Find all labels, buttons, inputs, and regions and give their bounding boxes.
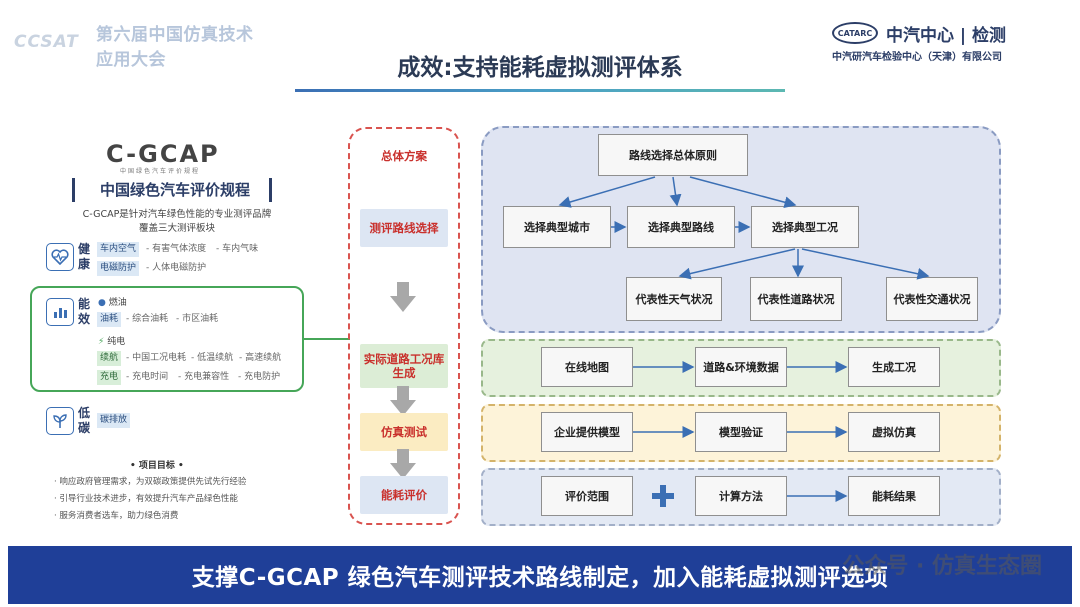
bolt-icon: ⚡ (98, 337, 105, 347)
band-node-enterprise-model: 企业提供模型 (541, 412, 633, 452)
route-node-route: 选择典型路线 (627, 206, 735, 248)
catarc-subtitle: 中汽研汽车检验中心（天津）有限公司 (832, 52, 1002, 63)
efficiency-highlight-box (30, 286, 304, 392)
page-title: 成效:支持能耗虚拟测评体系 (397, 55, 683, 81)
efficiency-tag: - 高速续航 (239, 353, 282, 363)
conference-title: 第六届中国仿真技术应用大会 (96, 25, 254, 70)
efficiency-tag: - 中国工况电耗 (126, 353, 187, 363)
wechat-watermark: 公众号 · 仿真生态圈 (842, 554, 1042, 579)
goal-item: · 响应政府管理需求，为双碳政策提供先试先行经验 (54, 477, 247, 487)
cgcap-title-bar: 中国绿色汽车评价规程 (72, 178, 272, 202)
down-arrow-icon (390, 282, 416, 312)
catarc-mark: CATARC (832, 22, 878, 44)
efficiency-tag: 充电 (97, 370, 122, 385)
efficiency-tag: - 充电防护 (238, 372, 281, 382)
efficiency-tag: - 市区油耗 (176, 314, 219, 324)
flow-step-energy-evaluation: 能耗评价 (360, 476, 448, 514)
band-node-road-env-data: 道路&环境数据 (695, 347, 787, 387)
flow-overall: 总体方案 (381, 149, 427, 163)
efficiency-connector-line (304, 338, 350, 340)
efficiency-tag: - 低温续航 (191, 353, 234, 363)
band-node-online-map: 在线地图 (541, 347, 633, 387)
efficiency-tag: - 综合油耗 (126, 314, 169, 324)
lowcarbon-tag: 碳排放 (97, 413, 131, 428)
catarc-logo: CATARC 中汽中心 | 检测 中汽研汽车检验中心（天津）有限公司 (832, 20, 1052, 64)
flow-step-simulation: 仿真测试 (360, 413, 448, 451)
efficiency-tag: 续航 (97, 351, 122, 366)
goal-item: · 引导行业技术进步，有效提升汽车产品绿色性能 (54, 494, 238, 504)
heart-icon (46, 243, 74, 271)
down-arrow-icon (390, 449, 416, 479)
route-root-node: 路线选择总体原则 (598, 134, 748, 176)
band-node-energy-result: 能耗结果 (848, 476, 940, 516)
route-node-traffic: 代表性交通状况 (886, 277, 978, 321)
route-node-condition: 选择典型工况 (751, 206, 859, 248)
lowcarbon-label: 低碳 (78, 406, 91, 435)
health-tag: 车内空气 (97, 242, 140, 257)
footer-text: 支撑C-GCAP 绿色汽车测评技术路线制定，加入能耗虚拟测评选项 (191, 565, 889, 591)
band-node-model-validation: 模型验证 (695, 412, 787, 452)
sprout-icon (46, 407, 74, 435)
health-tag: - 车内气味 (216, 244, 259, 254)
flow-step-route-selection: 测评路线选择 (360, 209, 448, 247)
efficiency-tag: - 充电时间 (126, 372, 169, 382)
conference-logo: CCSAT 第六届中国仿真技术应用大会 (14, 18, 264, 70)
cgcap-brand-sub: 中国绿色汽车评价规程 (120, 168, 201, 175)
catarc-name: 中汽中心 | 检测 (886, 26, 1007, 46)
band-node-virtual-simulation: 虚拟仿真 (848, 412, 940, 452)
goal-item: · 服务消费者选车，助力绿色消费 (54, 511, 179, 521)
band-node-calculation-method: 计算方法 (695, 476, 787, 516)
health-label: 健康 (78, 242, 91, 271)
health-tag: 电磁防护 (97, 261, 140, 276)
desc-line-1: C-GCAP是针对汽车绿色性能的专业测评品牌 (82, 209, 272, 220)
title-underline (295, 89, 785, 92)
fuel-label: ● 燃油 (98, 298, 127, 308)
health-tag: - 人体电磁防护 (146, 263, 207, 273)
flow-step-condition-library: 实际道路工况库生成 (360, 344, 448, 388)
band-node-generate-condition: 生成工况 (848, 347, 940, 387)
plus-icon (651, 484, 675, 508)
cgcap-title: 中国绿色汽车评价规程 (99, 181, 250, 199)
route-node-weather: 代表性天气状况 (626, 277, 722, 321)
desc-line-2: 覆盖三大测评板块 (138, 223, 215, 234)
footer-banner: 支撑C-GCAP 绿色汽车测评技术路线制定，加入能耗虚拟测评选项 (8, 546, 1072, 604)
route-node-city: 选择典型城市 (503, 206, 611, 248)
route-node-road: 代表性道路状况 (750, 277, 842, 321)
drop-icon: ● (98, 298, 106, 308)
cgcap-brand: C-GCAP (106, 140, 220, 168)
goals-title: • 项目目标 • (130, 461, 184, 471)
efficiency-tag: 油耗 (97, 312, 122, 327)
down-arrow-icon (390, 386, 416, 416)
health-tag: - 有害气体浓度 (146, 244, 207, 254)
bar-chart-icon (46, 298, 74, 326)
efficiency-label: 能效 (78, 297, 91, 326)
efficiency-tag: - 充电兼容性 (178, 372, 230, 382)
ccsat-logo: CCSAT (14, 32, 79, 52)
electric-label: ⚡ 纯电 (98, 337, 126, 347)
cgcap-description: C-GCAP是针对汽车绿色性能的专业测评品牌 覆盖三大测评板块 (62, 208, 292, 236)
band-node-evaluation-scope: 评价范围 (541, 476, 633, 516)
process-flow-column: 总体方案 测评路线选择 实际道路工况库生成 仿真测试 能耗评价 (348, 127, 460, 525)
goals-list: · 响应政府管理需求，为双碳政策提供先试先行经验 · 引导行业技术进步，有效提升… (54, 474, 246, 525)
cgcap-panel: C-GCAP 中国绿色汽车评价规程 中国绿色汽车评价规程 C-GCAP是针对汽车… (30, 140, 310, 540)
